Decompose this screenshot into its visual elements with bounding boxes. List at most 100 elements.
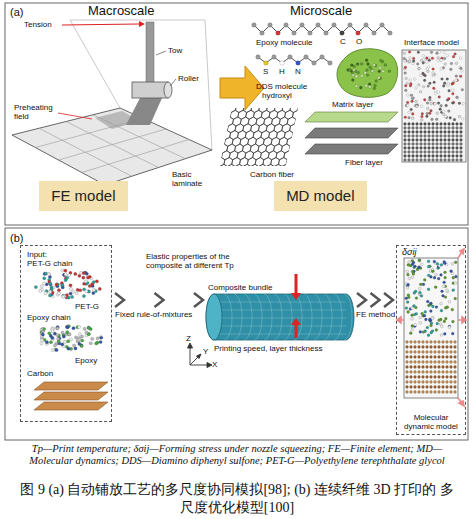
atom — [450, 356, 453, 359]
atom — [406, 356, 409, 359]
mesh-line — [254, 294, 262, 340]
atom — [406, 386, 409, 389]
atom — [411, 117, 414, 120]
interface-atoms — [403, 51, 464, 121]
atom — [427, 265, 430, 268]
atom — [434, 92, 437, 95]
atom — [430, 361, 433, 364]
model-tag: FE model — [39, 181, 128, 211]
atom — [410, 361, 413, 364]
atom — [411, 97, 414, 100]
part-label: Printing speed, layer thickness — [214, 344, 323, 353]
atom — [436, 52, 439, 55]
atom — [422, 72, 425, 75]
atom — [430, 346, 433, 349]
atom — [85, 272, 88, 275]
atom — [411, 270, 414, 273]
atom — [424, 151, 427, 154]
atom — [412, 123, 415, 126]
atom — [443, 332, 446, 335]
atom — [39, 289, 42, 292]
atom — [420, 139, 423, 142]
atom — [312, 61, 317, 66]
atom — [371, 69, 374, 72]
atom — [426, 115, 429, 118]
carbon-ring — [294, 117, 298, 126]
atom — [68, 274, 71, 277]
atom — [419, 74, 422, 77]
atom — [414, 391, 417, 394]
atom — [419, 91, 422, 94]
atom — [415, 105, 418, 108]
atom — [452, 159, 455, 162]
atom — [407, 296, 410, 299]
atom — [360, 75, 363, 78]
atom — [427, 304, 430, 307]
atom — [448, 89, 451, 92]
part-label: Y — [203, 347, 208, 356]
atom — [69, 292, 72, 295]
atom — [418, 376, 421, 379]
atom — [409, 57, 412, 60]
atom — [450, 341, 453, 344]
node-text: PET-G — [75, 302, 99, 311]
atom — [406, 341, 409, 344]
atom — [420, 159, 423, 162]
atom — [438, 361, 441, 364]
atom — [436, 155, 439, 158]
atom — [95, 342, 98, 345]
atom — [428, 135, 431, 138]
atom — [454, 376, 457, 379]
atom — [420, 119, 423, 122]
atom — [414, 265, 417, 268]
atom — [44, 292, 47, 295]
atom — [412, 159, 415, 162]
atom — [449, 117, 452, 120]
atom — [86, 276, 89, 279]
atom — [422, 376, 425, 379]
atom — [57, 289, 60, 292]
part-label: Z — [186, 334, 191, 343]
atom — [430, 351, 433, 354]
atom — [454, 297, 457, 300]
atom — [53, 344, 56, 347]
carbon-ring — [290, 108, 298, 113]
atom — [412, 57, 415, 60]
atom — [420, 155, 423, 158]
atom — [72, 344, 75, 347]
atom — [404, 127, 407, 130]
atom — [460, 143, 463, 146]
atom — [461, 118, 464, 121]
atom — [264, 61, 269, 66]
atom — [442, 366, 445, 369]
atom — [428, 139, 431, 142]
carbon-ring — [220, 124, 229, 133]
atom — [415, 297, 418, 300]
atom — [438, 351, 441, 354]
atom — [446, 341, 449, 344]
atom — [441, 78, 444, 81]
atom — [406, 371, 409, 374]
atom — [40, 285, 43, 288]
arrow-head — [291, 318, 301, 325]
petg-atoms — [34, 269, 101, 300]
atom — [452, 92, 455, 95]
atom — [357, 71, 360, 74]
atom — [444, 296, 447, 299]
atom — [450, 391, 453, 394]
atom — [448, 326, 451, 329]
atom — [410, 386, 413, 389]
atom — [408, 116, 411, 119]
atom — [426, 386, 429, 389]
atom — [460, 135, 463, 138]
atom — [424, 155, 427, 158]
part-label: N — [295, 67, 301, 76]
atom — [366, 74, 369, 77]
atom — [451, 308, 454, 311]
atom — [377, 76, 380, 79]
atom — [355, 85, 358, 88]
carbon-ring — [294, 137, 298, 146]
atom — [426, 381, 429, 384]
mesh-line — [244, 294, 252, 340]
atom — [454, 341, 457, 344]
